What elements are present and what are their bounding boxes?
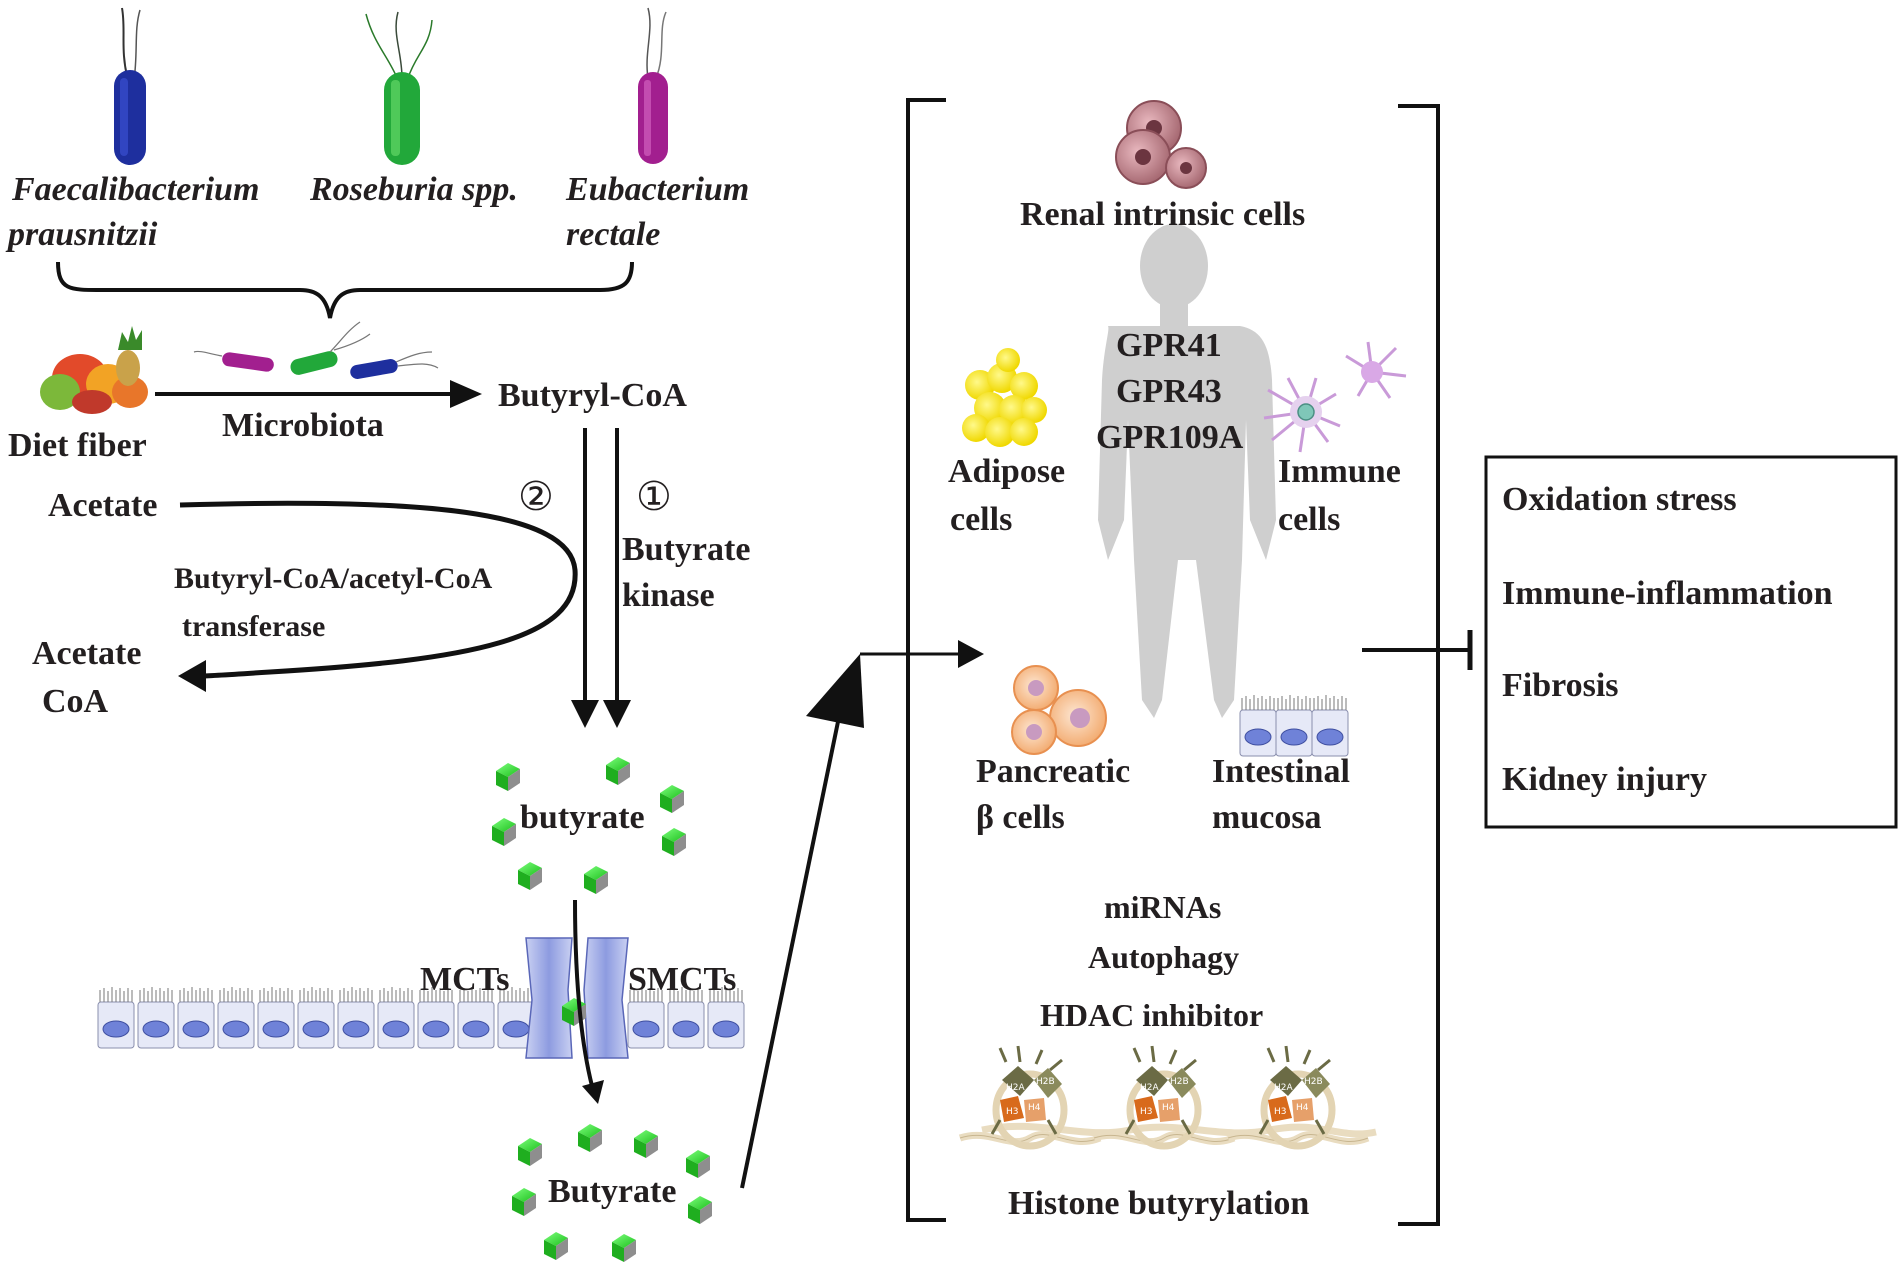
pancreatic-cells-label: Pancreatic xyxy=(976,753,1130,790)
smcts-label: SMCTs xyxy=(628,961,736,998)
targets-bracket-right xyxy=(1398,104,1440,1226)
transporter-channel-icon xyxy=(525,937,629,1059)
adipose-cells-label-line2: cells xyxy=(950,501,1012,538)
immune-cell-nucleus-1 xyxy=(1297,403,1315,421)
acetate-transferase-loop xyxy=(179,500,578,679)
microbiota-label: Microbiota xyxy=(222,407,384,444)
renal-cells-label: Renal intrinsic cells xyxy=(1020,196,1305,233)
bacterium-roseburia-icon xyxy=(365,11,433,165)
effect-fibrosis: Fibrosis xyxy=(1502,667,1619,704)
pancreatic-cells-label-line2: β cells xyxy=(976,799,1065,836)
acetate-label: Acetate xyxy=(48,487,157,524)
mcts-label: MCTs xyxy=(420,961,509,998)
intestinal-mucosa-label-line2: mucosa xyxy=(1212,799,1322,836)
bacterium-faecalibacterium-icon xyxy=(114,7,146,165)
butyrate-to-targets-arrowhead xyxy=(806,654,864,728)
transport-down-arrow xyxy=(573,899,594,1087)
butyrate-to-targets-arrow xyxy=(740,711,842,1189)
effects-box xyxy=(1484,455,1898,829)
adipose-cells-icon xyxy=(962,348,1047,447)
immune-cell-body-2 xyxy=(1361,361,1383,383)
mechanism-mirnas: miRNAs xyxy=(1104,889,1221,925)
acetate-coa-label-line2: CoA xyxy=(42,683,109,720)
route-1-down-arrowhead xyxy=(603,700,631,728)
bacterium-name-roseburia: Roseburia spp. xyxy=(309,171,518,208)
transport-down-arrowhead xyxy=(582,1080,604,1104)
bacteria-brace xyxy=(56,261,634,319)
route-2-down-arrowhead xyxy=(571,700,599,728)
mechanism-hdac-inhibitor: HDAC inhibitor xyxy=(1040,997,1263,1033)
route-2-label: ② xyxy=(518,474,554,520)
receptor-gpr43: GPR43 xyxy=(1116,373,1222,410)
immune-cells-label-line2: cells xyxy=(1278,501,1340,538)
receptor-gpr109a: GPR109A xyxy=(1096,419,1244,456)
bacterium-name-faecalibacterium: Faecalibacterium xyxy=(11,171,259,208)
butyrate-lumen-label: butyrate xyxy=(520,799,645,836)
transferase-label: Butyryl-CoA/acetyl-CoA xyxy=(174,562,493,595)
receptor-gpr41: GPR41 xyxy=(1116,327,1222,364)
targets-bracket-left xyxy=(906,98,946,1222)
butyrate-kinase-label: Butyrate xyxy=(622,531,750,568)
acetate-coa-label: Acetate xyxy=(32,635,141,672)
bacterium-name-eubacterium-line2: rectale xyxy=(566,216,660,253)
bacterium-name-eubacterium: Eubacterium xyxy=(565,171,749,208)
intestinal-mucosa-icon xyxy=(1239,694,1349,757)
histone-butyrylation-label: Histone butyrylation xyxy=(1008,1185,1309,1222)
fruit-basket-icon xyxy=(40,326,148,414)
bacterium-eubacterium-icon xyxy=(638,7,668,164)
effect-kidney-injury: Kidney injury xyxy=(1502,761,1707,798)
route-1-label: ① xyxy=(636,474,672,520)
effect-immune-inflammation: Immune-inflammation xyxy=(1502,575,1833,612)
diet-to-butyryl-arrowhead xyxy=(450,380,482,408)
nucleosome-chain-icon xyxy=(960,1046,1377,1146)
immune-cells-label: Immune xyxy=(1278,453,1401,490)
adipose-cells-label: Adipose xyxy=(948,453,1065,490)
microbiota-bacteria-icon xyxy=(193,321,439,379)
effect-oxidation-stress: Oxidation stress xyxy=(1502,481,1737,518)
mechanism-autophagy: Autophagy xyxy=(1088,939,1239,975)
butyryl-coa-label: Butyryl-CoA xyxy=(498,377,687,414)
pancreatic-cells-icon xyxy=(1011,665,1107,755)
diet-fiber-label: Diet fiber xyxy=(8,427,147,464)
intestinal-mucosa-label: Intestinal xyxy=(1212,753,1350,790)
butyrate-absorbed-label: Butyrate xyxy=(548,1173,676,1210)
acetate-coa-arrowhead xyxy=(178,660,206,692)
into-targets-arrowhead xyxy=(958,640,984,668)
human-body-silhouette xyxy=(1098,224,1276,718)
transferase-label-line2: transferase xyxy=(182,610,325,643)
immune-cells-icon xyxy=(1263,341,1407,453)
renal-cells-icon xyxy=(1115,100,1207,189)
butyrate-kinase-label-line2: kinase xyxy=(622,577,715,614)
bacterium-name-faecalibacterium-line2: prausnitzii xyxy=(5,216,158,253)
